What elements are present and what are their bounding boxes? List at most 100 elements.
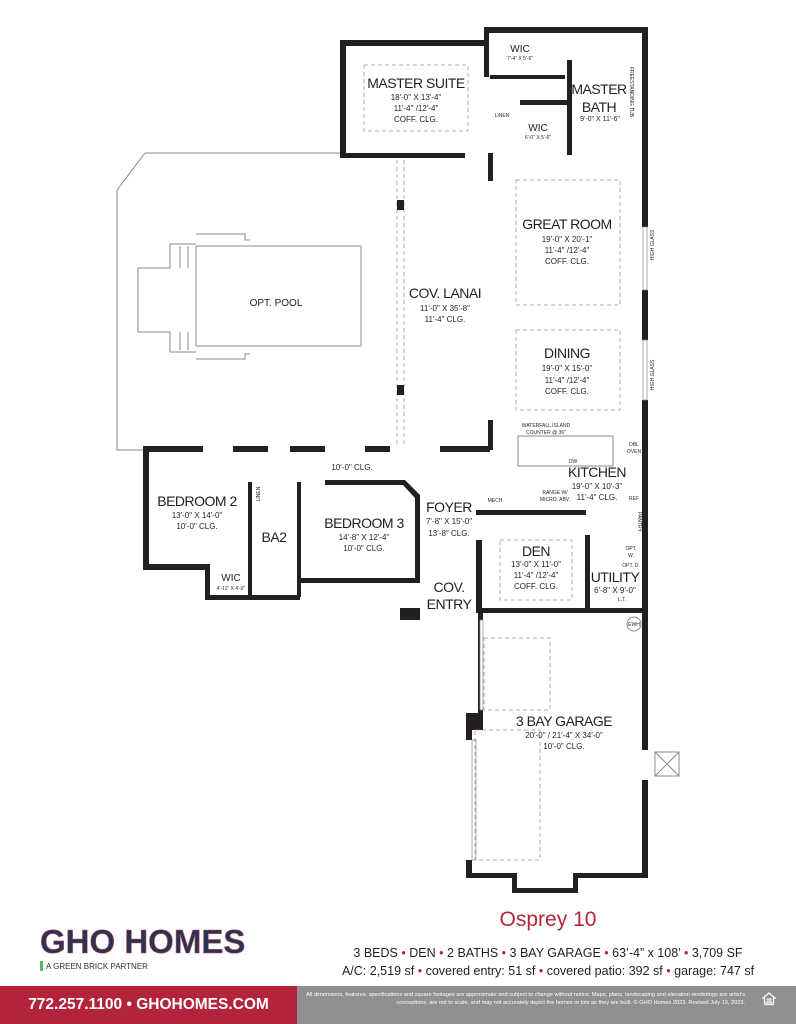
svg-text:COFF. CLG.: COFF. CLG. — [545, 257, 589, 266]
svg-text:COUNTER @ 36": COUNTER @ 36" — [526, 430, 566, 436]
lanai-beam — [396, 160, 405, 445]
svg-text:14'-8" X 12'-4": 14'-8" X 12'-4" — [339, 533, 390, 542]
contact-text[interactable]: 772.257.1100 • GHOHOMES.COM — [28, 996, 269, 1013]
ceiling-outlines — [363, 64, 621, 861]
spec-dimensions: 63’-4” x 108’ — [612, 946, 681, 960]
svg-text:OPT.: OPT. — [625, 546, 636, 552]
water-heater — [626, 616, 642, 632]
svg-text:13'-8" CLG.: 13'-8" CLG. — [428, 529, 469, 538]
svg-text:COFF. CLG.: COFF. CLG. — [514, 582, 558, 591]
svg-text:OVEN: OVEN — [627, 449, 642, 455]
svg-text:19'-0" X 20'-1": 19'-0" X 20'-1" — [542, 235, 593, 244]
specs-line-1: 3 BEDS • DEN • 2 BATHS • 3 BAY GARAGE • … — [353, 946, 743, 960]
svg-text:W.: W. — [628, 553, 634, 559]
svg-text:6'-8" X 9'-0": 6'-8" X 9'-0" — [594, 586, 636, 595]
svg-text:DINING: DINING — [544, 345, 590, 361]
svg-text:10'-0" CLG.: 10'-0" CLG. — [343, 544, 384, 553]
svg-text:19'-0" X 15'-0": 19'-0" X 15'-0" — [542, 364, 593, 373]
svg-text:20'-0" / 21'-4" X 34'-0": 20'-0" / 21'-4" X 34'-0" — [525, 731, 603, 740]
svg-text:BEDROOM 3: BEDROOM 3 — [324, 515, 404, 531]
svg-text:PANTRY: PANTRY — [636, 512, 642, 532]
svg-text:COFF. CLG.: COFF. CLG. — [394, 115, 438, 124]
svg-text:LINEN: LINEN — [256, 486, 262, 501]
green-brick-icon — [40, 961, 43, 971]
svg-text:11'-4" CLG.: 11'-4" CLG. — [425, 315, 466, 324]
disclaimer-bar: All dimensions, features, specifications… — [297, 986, 796, 1024]
svg-text:GREAT ROOM: GREAT ROOM — [522, 216, 611, 232]
svg-text:RANGE W/: RANGE W/ — [542, 490, 568, 496]
svg-text:13'-0" X 11'-0": 13'-0" X 11'-0" — [511, 560, 561, 569]
svg-text:10'-0" CLG.: 10'-0" CLG. — [331, 463, 372, 472]
svg-text:BEDROOM 2: BEDROOM 2 — [157, 493, 237, 509]
svg-text:7'-4" X 5'-6": 7'-4" X 5'-6" — [507, 56, 533, 62]
specs-line-2: A/C: 2,519 sf • covered entry: 51 sf • c… — [341, 964, 755, 978]
svg-text:BA2: BA2 — [262, 529, 288, 545]
svg-text:6'-0" X 5'-6": 6'-0" X 5'-6" — [525, 135, 551, 141]
svg-text:MASTER SUITE: MASTER SUITE — [367, 75, 465, 91]
svg-text:HIGH GLASS: HIGH GLASS — [650, 229, 656, 260]
pool — [137, 233, 362, 360]
svg-text:WATERFALL ISLAND: WATERFALL ISLAND — [522, 423, 571, 429]
svg-text:FOYER: FOYER — [426, 499, 472, 515]
svg-text:10'-0" CLG.: 10'-0" CLG. — [543, 742, 584, 751]
svg-text:11'-4" /12'-4": 11'-4" /12'-4" — [545, 246, 590, 255]
logo-wordmark: GHO HOMES — [40, 923, 246, 960]
floor-plan: MASTER SUITE 18'-0" X 13'-4" 11'-4" /12'… — [116, 27, 680, 893]
svg-text:11'-4" /12'-4": 11'-4" /12'-4" — [514, 571, 559, 580]
svg-text:11'-4" /12'-4": 11'-4" /12'-4" — [394, 104, 439, 113]
spec-ac: A/C: 2,519 sf — [341, 964, 415, 978]
spec-beds: 3 BEDS — [353, 946, 398, 960]
svg-text:OPT. POOL: OPT. POOL — [250, 298, 303, 309]
svg-text:L.T.: L.T. — [618, 597, 626, 603]
spec-baths: 2 BATHS — [447, 946, 499, 960]
svg-text:DW: DW — [569, 459, 578, 465]
svg-text:19'-0" X 10'-3": 19'-0" X 10'-3" — [572, 482, 623, 491]
svg-text:REF: REF — [629, 496, 639, 502]
svg-text:OPT. D.: OPT. D. — [622, 563, 640, 569]
svg-text:EWH: EWH — [628, 622, 640, 628]
svg-text:WIC: WIC — [510, 44, 529, 55]
gho-homes-logo: GHO HOMES A GREEN BRICK PARTNER — [40, 923, 246, 971]
svg-text:KITCHEN: KITCHEN — [568, 464, 626, 480]
svg-text:COV.: COV. — [434, 579, 465, 595]
kitchen-island — [517, 435, 614, 467]
patio-outline — [116, 152, 340, 451]
svg-text:11'-4" CLG.: 11'-4" CLG. — [577, 493, 618, 502]
spec-covered-patio: covered patio: 392 sf — [546, 964, 663, 978]
svg-text:ENTRY: ENTRY — [427, 596, 473, 612]
svg-text:MECH: MECH — [488, 498, 503, 504]
spec-covered-entry: covered entry: 51 sf — [425, 964, 536, 978]
svg-text:BATH: BATH — [582, 99, 616, 115]
svg-text:13'-0" X 14'-0": 13'-0" X 14'-0" — [172, 511, 223, 520]
spec-garage-sf: garage: 747 sf — [674, 964, 755, 978]
svg-text:9'-0" X 11'-6": 9'-0" X 11'-6" — [580, 116, 620, 123]
svg-text:10'-0" CLG.: 10'-0" CLG. — [176, 522, 217, 531]
svg-text:DEN: DEN — [522, 543, 550, 559]
plan-name: Osprey 10 — [499, 908, 597, 931]
svg-text:COV. LANAI: COV. LANAI — [409, 285, 481, 301]
svg-text:DBL: DBL — [629, 442, 639, 448]
svg-text:18'-0" X 13'-4": 18'-0" X 13'-4" — [391, 93, 442, 102]
room-labels: MASTER SUITE 18'-0" X 13'-4" 11'-4" /12'… — [157, 44, 656, 751]
svg-text:COFF. CLG.: COFF. CLG. — [545, 387, 589, 396]
svg-text:11'-4" /12'-4": 11'-4" /12'-4" — [545, 376, 590, 385]
disclaimer-text: All dimensions, features, specifications… — [306, 992, 745, 1006]
svg-text:MICRO. ABV.: MICRO. ABV. — [540, 497, 570, 503]
svg-text:HIGH GLASS: HIGH GLASS — [650, 359, 656, 390]
svg-text:WIC: WIC — [221, 573, 240, 584]
spec-garage: 3 BAY GARAGE — [509, 946, 601, 960]
svg-text:3 BAY GARAGE: 3 BAY GARAGE — [516, 713, 612, 729]
svg-text:11'-0" X 35'-8": 11'-0" X 35'-8" — [420, 304, 470, 313]
ac-unit — [654, 751, 680, 777]
svg-text:7'-8" X 15'-0": 7'-8" X 15'-0" — [426, 517, 472, 526]
svg-text:4'-11" X 4'-0": 4'-11" X 4'-0" — [217, 586, 246, 592]
logo-tagline: A GREEN BRICK PARTNER — [46, 961, 148, 971]
svg-text:MASTER: MASTER — [571, 81, 627, 97]
equal-housing-opportunity-icon — [762, 992, 776, 1006]
contact-bar: 772.257.1100 • GHOHOMES.COM — [0, 986, 297, 1024]
svg-text:LINEN: LINEN — [495, 113, 510, 119]
svg-text:WIC: WIC — [528, 123, 547, 134]
spec-den: DEN — [409, 946, 436, 960]
svg-text:FREESTANDING TUB: FREESTANDING TUB — [628, 67, 634, 118]
spec-total-sf: 3,709 SF — [691, 946, 743, 960]
